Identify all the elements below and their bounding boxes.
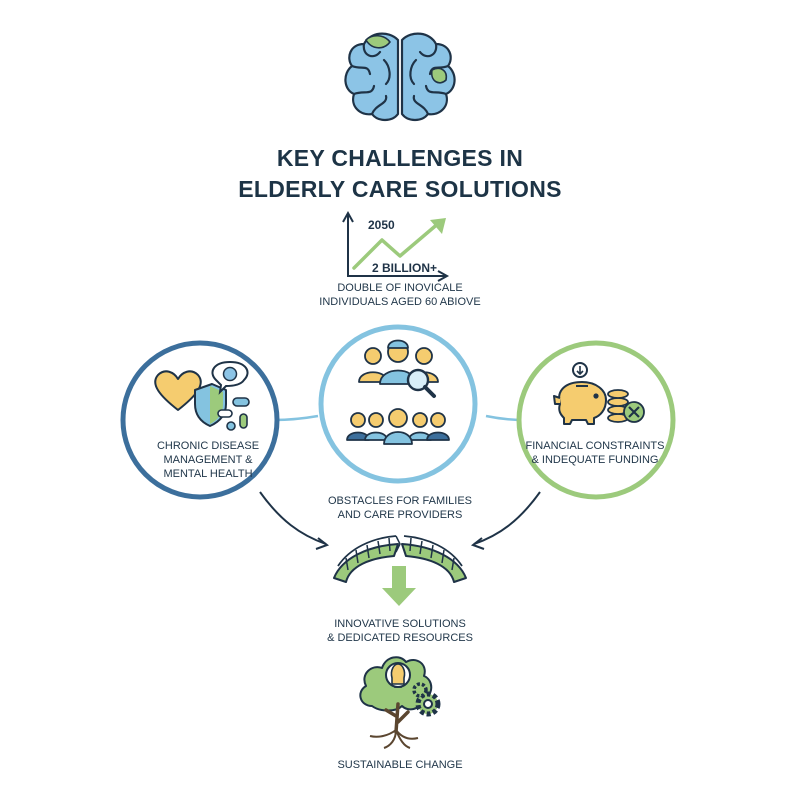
right-circle-label: FINANCIAL CONSTRAINTS & INDEQUATE FUNDIN… <box>510 439 680 467</box>
innovation-line-1: INNOVATIVE SOLUTIONS <box>334 618 466 630</box>
innovation-label: INNOVATIVE SOLUTIONS & DEDICATED RESOURC… <box>300 617 500 645</box>
down-arrow-icon <box>382 566 416 606</box>
magnifier-icon <box>406 368 436 398</box>
growth-year: 2050 <box>368 218 395 232</box>
lightbulb-tree-icon <box>359 656 433 749</box>
growth-chart-icon <box>342 210 450 282</box>
growth-value: 2 BILLION+ <box>372 261 438 275</box>
gear-icon <box>412 682 441 717</box>
obstacles-line-1: OBSTACLES FOR FAMILIES <box>327 495 473 507</box>
coins-icon <box>607 389 645 423</box>
center-circle <box>318 324 478 484</box>
right-circle <box>516 340 676 500</box>
left-label-line-1: CHRONIC DISEASE <box>156 440 260 452</box>
left-circle-label: CHRONIC DISEASE MANAGEMENT & MENTAL HEAL… <box>138 439 278 481</box>
left-arrow <box>259 491 327 545</box>
title-line-2: ELDERLY CARE SOLUTIONS <box>238 176 562 202</box>
growth-caption-line-2: INDIVIDUALS AGED 60 ABIOVE <box>319 296 481 308</box>
title-line-1: KEY CHALLENGES IN <box>276 145 524 171</box>
growth-caption: DOUBLE OF INOVICALE INDIVIDUALS AGED 60 … <box>300 281 500 309</box>
sustainable-change-label: SUSTAINABLE CHANGE <box>337 759 463 771</box>
broken-bridge-icon <box>333 535 467 583</box>
left-label-line-3: MENTAL HEALTH <box>163 468 253 480</box>
innovation-line-2: & DEDICATED RESOURCES <box>327 632 473 644</box>
right-label-line-1: FINANCIAL CONSTRAINTS <box>525 440 665 452</box>
page-title: KEY CHALLENGES IN ELDERLY CARE SOLUTIONS <box>150 143 650 205</box>
connector-left <box>273 414 319 422</box>
right-arrow <box>473 491 541 545</box>
brain-icon <box>344 32 456 122</box>
left-label-line-2: MANAGEMENT & <box>163 454 253 466</box>
heart-shield-icon <box>154 370 227 427</box>
brain-bubble-icon <box>211 360 249 395</box>
growth-caption-line-1: DOUBLE OF INOVICALE <box>337 282 463 294</box>
obstacles-line-2: AND CARE PROVIDERS <box>337 509 463 521</box>
piggy-bank-icon <box>553 362 607 425</box>
right-label-line-2: & INDEQUATE FUNDING <box>531 454 659 466</box>
obstacles-label: OBSTACLES FOR FAMILIES AND CARE PROVIDER… <box>300 494 500 522</box>
pills-icon <box>217 397 250 431</box>
